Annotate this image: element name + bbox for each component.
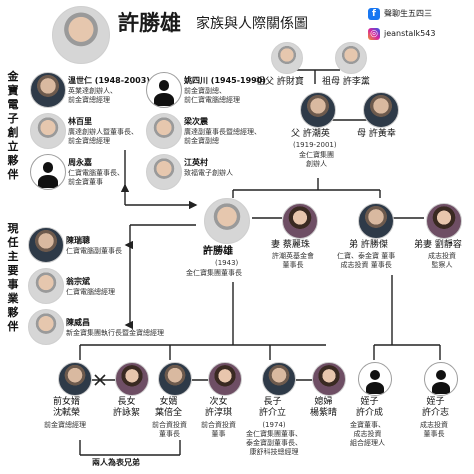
second-daughter-avatar [208,362,242,396]
founder-role: 廣達副董事長暨總經理、 前金寶副總 [184,128,261,145]
facebook-icon[interactable]: f [368,8,380,20]
founder-avatar-placeholder [146,72,182,108]
ex-son-in-law-avatar [58,362,92,396]
partner-name: 陳威昌 [66,318,90,327]
father-name: 父 許潮英 [291,129,330,139]
grandmother-avatar [335,42,367,74]
nephew-name: 姪子 許介成 [356,397,384,418]
father-avatar [300,92,336,128]
self-avatar [204,198,250,244]
eldest-son-avatar [262,362,296,396]
sister-in-law-role: 成志投資 監察人 [428,252,456,269]
grandfather-avatar [271,42,303,74]
brother-avatar [358,203,394,239]
founder-name: 梁次震 [184,117,208,126]
founder-name: 江英村 [184,158,208,167]
page-title: 許勝雄 [118,11,181,35]
founder-role: 廣達創辦人暨董事長、 前金寶總經理 [68,128,138,145]
father-years: (1919-2001) [293,141,337,149]
grandmother-name: 祖母 許李黨 [322,77,370,87]
son-in-law-name: 女婿 葉倍全 [155,397,183,418]
son-in-law-avatar [158,362,192,396]
ex-son-in-law-role: 前金寶總經理 [44,421,86,429]
daughter-in-law-avatar [312,362,346,396]
founder-name: 姚四川 (1945-1990) [184,76,266,85]
founder-name: 周永嘉 [68,158,92,167]
page-subtitle: 家族與人際關係圖 [196,16,308,32]
partner-role: 仁寶電腦副董事長 [66,247,122,255]
grandfather-name: 祖父 許財寶 [256,77,304,87]
founder-avatar [30,72,66,108]
daughter-in-law-name: 媳婦 楊紫晴 [310,397,338,418]
cousins-note: 兩人為表兄弟 [92,458,140,467]
founder-avatar [30,113,66,149]
eldest-daughter-name: 長女 許詠絮 [113,397,141,418]
eldest-son-name: 長子 許介立 [259,397,287,418]
mother-avatar [363,92,399,128]
sister-in-law-avatar [426,203,462,239]
second-daughter-role: 前合資投資 董事 [201,421,236,438]
nephew-avatar-placeholder [424,362,458,396]
self-name: 許勝雄 [203,246,233,257]
second-daughter-name: 次女 許淳琪 [205,397,233,418]
founder-name: 溫世仁 (1948-2003) [68,76,150,85]
founder-role: 致福電子創辦人 [184,169,233,177]
partner-role: 仁寶電腦總經理 [66,288,115,296]
founder-name: 林百里 [68,117,92,126]
partner-name: 陳瑞聰 [66,236,90,245]
partner-avatar [28,227,64,263]
wife-avatar [282,203,318,239]
partner-role: 新金寶集團執行長暨金寶總經理 [66,329,164,337]
eldest-daughter-avatar [115,362,149,396]
founder-avatar [146,113,182,149]
founder-avatar [146,154,182,190]
founder-role: 仁寶電腦董事長、 前金寶董事 [68,169,124,186]
instagram-label[interactable]: jeanstalk543 [384,29,436,38]
wife-name: 妻 蔡麗珠 [271,240,310,250]
nephew-role: 金寶董事、 成志投資 組合經理人 [350,421,385,447]
partner-avatar [28,309,64,345]
sister-in-law-name: 弟妻 劉靜容 [414,240,462,250]
partner-name: 翁宗斌 [66,277,90,286]
wife-role: 許潮英基金會 董事長 [272,252,314,269]
partners-section-title: 現任主要事業夥伴 [7,222,19,333]
partner-avatar [28,268,64,304]
founders-section-title: 金寶電子創立夥伴 [7,70,19,181]
son-in-law-role: 前合資投資 董事長 [152,421,187,438]
self-years: (1943) [215,259,239,267]
self-role: 金仁寶集團董事長 [186,269,242,277]
brother-role: 仁寶、泰金寶 董事 成志投資 董事長 [337,252,396,269]
mother-name: 母 許黃幸 [357,129,396,139]
father-role: 金仁寶集團 創辦人 [299,151,334,168]
nephew-avatar-placeholder [358,362,392,396]
facebook-label[interactable]: 聲聊生五四三 [384,9,432,18]
nephew-role: 成志投資 董事長 [420,421,448,438]
instagram-icon[interactable]: ◎ [368,28,380,40]
brother-name: 弟 許勝傑 [349,240,388,250]
title-portrait [52,6,110,64]
founder-role: 前金寶副總、 前仁寶電腦總經理 [184,87,240,104]
eldest-son-role: (1974) 金仁寶集團董事、 泰金寶副董事長、 康舒科技總經理 [246,421,302,456]
nephew-name: 姪子 許介志 [422,397,450,418]
ex-son-in-law-name: 前女婿 沈軾榮 [53,397,81,418]
founder-avatar-placeholder [30,154,66,190]
founder-role: 英業達創辦人、 前金寶總經理 [68,87,117,104]
